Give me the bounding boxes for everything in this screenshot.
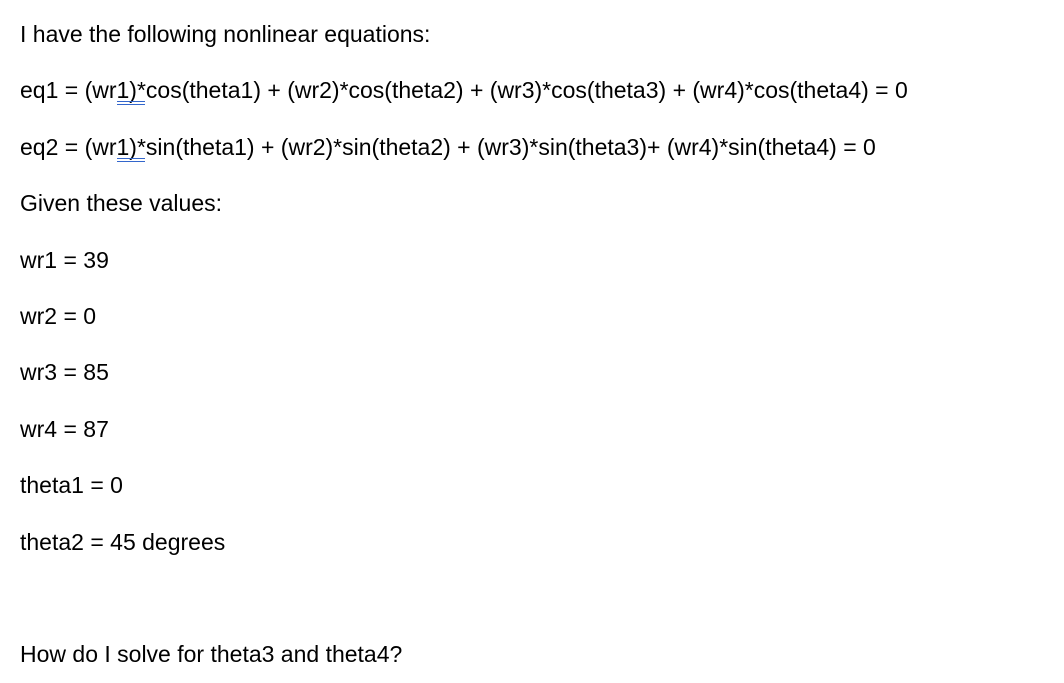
intro-text: I have the following nonlinear equations…: [20, 21, 431, 47]
value-theta1: theta1 = 0: [20, 472, 123, 499]
equation-1-post: cos(theta1) + (wr2)*cos(theta2) + (wr3)*…: [145, 77, 908, 104]
value-wr2: wr2 = 0: [20, 302, 97, 329]
equation-1-pre: eq1 = (wr: [20, 77, 117, 104]
equation-2: eq2 = (wr1)*sin(theta1) + (wr2)*sin(thet…: [20, 119, 1064, 175]
equation-1: eq1 = (wr1)*cos(theta1) + (wr2)*cos(thet…: [20, 62, 1064, 118]
value-wr4: wr4 = 87: [20, 415, 109, 442]
document-page: { "page": { "background_color": "#ffffff…: [0, 0, 1064, 669]
given-label: Given these values:: [20, 190, 223, 217]
value-theta2: theta2 = 45 degrees: [20, 528, 226, 555]
equation-2-pre: eq2 = (wr: [20, 133, 117, 160]
question-text: How do I solve for theta3 and theta4?: [20, 641, 403, 668]
value-wr1: wr1 = 39: [20, 246, 109, 273]
equation-1-grammar-flagged-text: 1)*: [116, 77, 146, 104]
equation-2-grammar-flagged-text: 1)*: [116, 133, 146, 160]
value-wr3: wr3 = 85: [20, 359, 109, 386]
equation-2-post: sin(theta1) + (wr2)*sin(theta2) + (wr3)*…: [145, 133, 876, 160]
blank-line-spacer: [20, 570, 1064, 626]
